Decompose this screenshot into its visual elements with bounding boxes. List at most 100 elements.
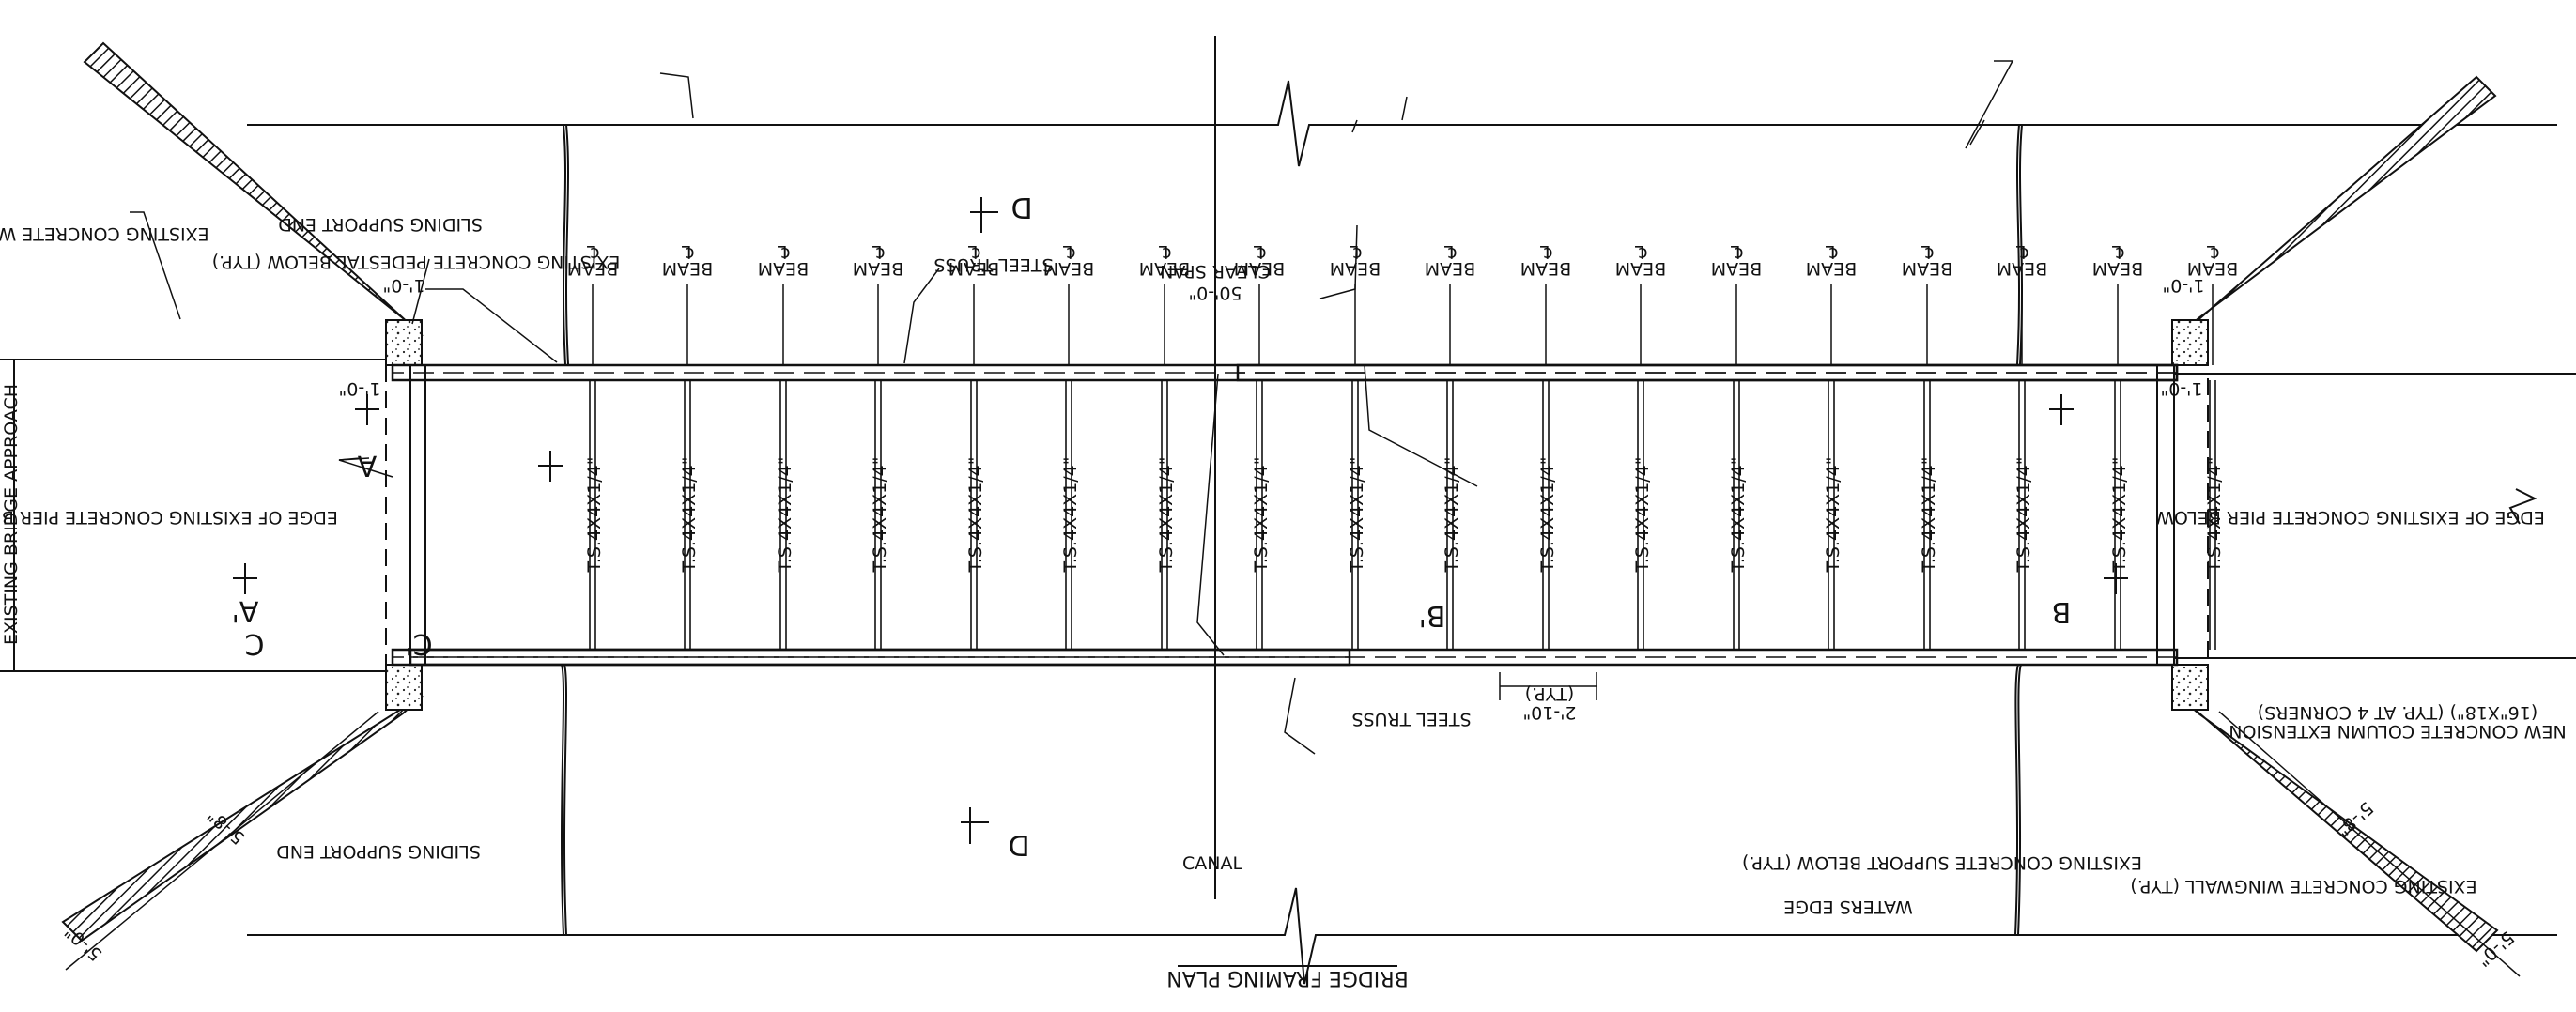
beam-centerline-mark: ℄: [1253, 241, 1266, 262]
floor-beam: T.S.4X4X1/4"BEAM℄: [1330, 241, 1381, 650]
beam-member-label: T.S.4X4X1/4": [1251, 456, 1272, 573]
beam-label: BEAM: [1997, 258, 2047, 279]
section-a: A: [357, 449, 377, 482]
beam-member-label: T.S.4X4X1/4": [1728, 456, 1749, 573]
floor-beam: T.S.4X4X1/4" BEAM℄: [1997, 241, 2047, 650]
beam-member-label: T.S.4X4X1/4": [1823, 456, 1843, 573]
waters-edge-right: [561, 124, 569, 936]
beam-centerline-mark: ℄: [1062, 241, 1075, 262]
beam-label: BEAM: [1615, 258, 1666, 279]
beam-label: BEAM: [1902, 258, 1952, 279]
clear-span-dim: 50'-0": [1188, 283, 1242, 303]
beam-label: BEAM: [949, 258, 999, 279]
note-wingwall-top: EXISTING CONCRETE WINGWALL (TYP.): [0, 223, 209, 244]
beam-label: BEAM: [662, 258, 713, 279]
floor-beam: T.S.4X4X1/4" BEAM℄: [1902, 241, 1952, 650]
floor-beam: T.S.4X4X1/4"BEAM℄: [1806, 241, 1857, 650]
beam-centerline-mark: ℄: [967, 241, 980, 262]
note-waters-edge: WATERS EDGE: [1783, 897, 1913, 917]
section-c: C: [245, 627, 265, 660]
beam-label: BEAM: [853, 258, 903, 279]
approach-label: EXISTING BRIDGE APPROACH: [1, 384, 22, 645]
note-pedestal: EXISTING CONCRETE PEDESTAL BELOW (TYP.): [212, 252, 621, 272]
section-a-prime: A': [232, 594, 259, 627]
note-sliding-support-bottom: SLIDING SUPPORT END: [276, 841, 481, 862]
pier-dim-side-left: 1'-0": [2161, 378, 2203, 399]
section-b: B: [2052, 595, 2072, 628]
beam-centerline-mark: ℄: [1920, 241, 1934, 262]
floor-beam: T.S.4X4X1/4" BEAM℄: [853, 241, 903, 650]
floor-beam: T.S.4X4X1/4"BEAM℄: [1043, 241, 1094, 650]
beam-centerline-mark: ℄: [1825, 241, 1838, 262]
beam-label: BEAM: [1711, 258, 1762, 279]
floor-beam: T.S.4X4X1/4"BEAM℄: [1520, 241, 1571, 650]
section-markers: [233, 197, 2128, 844]
beam-centerline-mark: ℄: [1730, 241, 1743, 262]
canal-bank-top: [247, 887, 2557, 985]
beam-member-label: T.S.4X4X1/4": [2109, 456, 2130, 573]
beam-centerline-mark: ℄: [1349, 241, 1362, 262]
beam-spacing-dim: 2'-10": [1522, 702, 1576, 723]
clear-span-label: CLEAR SPAN: [1160, 261, 1271, 282]
waters-edge-left: [2014, 124, 2023, 936]
beam-centerline-mark: ℄: [2015, 241, 2028, 262]
beam-member-label: T.S.4X4X1/4": [2013, 456, 2034, 573]
beam-spacing-note: (TYP.): [1525, 683, 1575, 704]
beam-spacing-dimension: [1499, 672, 1597, 700]
beam-centerline-mark: ℄: [777, 241, 790, 262]
wingwalls: [61, 41, 2499, 953]
column-extension-2: [385, 319, 423, 366]
beam-centerline-mark: ℄: [872, 241, 885, 262]
beam-label: BEAM: [758, 258, 809, 279]
beam-member-label: T.S.4X4X1/4": [1060, 456, 1081, 573]
note-wingwall-bottom: EXISTING CONCRETE WINGWALL (TYP.): [2130, 876, 2476, 897]
section-b-prime: B': [1419, 599, 1446, 632]
beam-centerline-mark: ℄: [586, 241, 599, 262]
plan-title: BRIDGE FRAMING PLAN: [1166, 966, 1408, 989]
floor-beam: T.S.4X4X1/4"BEAM℄: [2187, 241, 2238, 650]
floor-beam: T.S.4X4X1/4" BEAM℄: [758, 241, 809, 650]
floor-beam: T.S.4X4X1/4" BEAM℄: [662, 241, 713, 650]
steel-truss-chords: [391, 363, 2179, 667]
column-extensions: [385, 319, 2209, 711]
leaders: [130, 60, 2014, 755]
floor-beam: T.S.4X4X1/4" BEAM℄: [1425, 241, 1475, 650]
note-column-ext-1: NEW CONCRETE COLUMN EXTENSION: [2229, 721, 2566, 742]
pier-dim-side-right: 1'-0": [339, 378, 381, 399]
note-pier-edge-right: EDGE OF EXISTING CONCRETE PIER BELOW: [0, 507, 338, 528]
beam-centerline-mark: ℄: [1443, 241, 1457, 262]
pier-dim-top-left: 1'-0": [2163, 275, 2205, 296]
beam-centerline-mark: ℄: [681, 241, 694, 262]
beam-member-label: T.S.4X4X1/4": [1347, 456, 1367, 573]
column-extension-3: [2171, 664, 2209, 711]
section-c-prime: C': [405, 627, 432, 660]
beam-label: BEAM: [1139, 258, 1190, 279]
note-column-ext-2: (16"X18") (TYP. AT 4 CORNERS): [2258, 702, 2538, 723]
column-extension-4: [2171, 319, 2209, 366]
floor-beams: T.S.4X4X1/4"BEAM℄T.S.4X4X1/4"BEAM℄T.S.4X…: [567, 241, 2238, 650]
floor-beam: T.S.4X4X1/4"BEAM℄: [1615, 241, 1666, 650]
note-steel-truss-top: STEEL TRUSS: [933, 254, 1053, 275]
existing-bridge-approach-right: [0, 359, 397, 672]
beam-member-label: T.S.4X4X1/4": [1442, 456, 1462, 573]
section-d-top: D: [1008, 828, 1029, 861]
canal-label: CANAL: [1182, 853, 1242, 874]
floor-beam: T.S.4X4X1/4"BEAM℄: [2092, 241, 2143, 650]
note-steel-truss-bottom: STEEL TRUSS: [1351, 709, 1471, 729]
beam-label: BEAM: [1520, 258, 1571, 279]
floor-beam: T.S.4X4X1/4"BEAM℄: [1234, 241, 1285, 650]
beam-label: BEAM: [2187, 258, 2238, 279]
beam-member-label: T.S.4X4X1/4": [679, 456, 700, 573]
beam-member-label: T.S.4X4X1/4": [1919, 456, 1939, 573]
beam-label: BEAM: [1425, 258, 1475, 279]
beam-member-label: T.S.4X4X1/4": [870, 456, 890, 573]
pier-dim-top-right: 1'-0": [383, 275, 425, 296]
note-pier-edge-left: EDGE OF EXISTING CONCRETE PIER BELOW: [2156, 507, 2545, 528]
beam-label: BEAM: [2092, 258, 2143, 279]
beam-member-label: T.S.4X4X1/4": [775, 456, 795, 573]
beam-member-label: T.S.4X4X1/4": [1537, 456, 1558, 573]
beam-member-label: T.S.4X4X1/4": [1632, 456, 1653, 573]
